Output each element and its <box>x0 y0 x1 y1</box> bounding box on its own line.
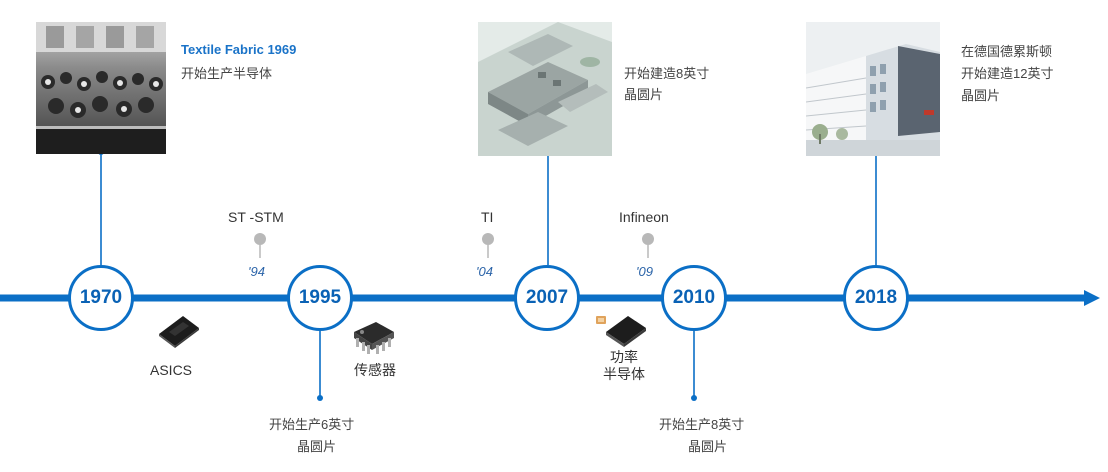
milestone-2018-desc-line1: 在德国德累斯顿 <box>961 44 1053 59</box>
milestone-2018-desc-line2: 开始建造12英寸 <box>961 66 1054 81</box>
event-st-year: '94 <box>248 264 265 279</box>
event-st-company: ST -STM <box>228 209 284 225</box>
year-circle-2018: 2018 <box>843 265 909 331</box>
milestone-2007-desc-line2: 晶圆片 <box>624 87 664 102</box>
factory-campus-photo <box>478 22 612 156</box>
milestone-2010-desc-line2: 晶圆片 <box>688 439 728 454</box>
event-ti-year: '04 <box>476 264 493 279</box>
milestone-2010-desc-line1: 开始生产8英寸 <box>659 417 745 432</box>
milestone-1970-desc: 开始生产半导体 <box>181 66 273 81</box>
event-infineon-company: Infineon <box>619 209 669 225</box>
year-circle-2007: 2007 <box>514 265 580 331</box>
product-power-label-line2: 半导体 <box>603 366 645 382</box>
year-circle-2010: 2010 <box>661 265 727 331</box>
sensor-chip-icon <box>354 322 394 354</box>
factory-campus-illustration <box>478 22 612 156</box>
chip-icon <box>159 316 199 348</box>
modern-building-photo <box>806 22 940 156</box>
year-circle-1970: 1970 <box>68 265 134 331</box>
power-chip-icon <box>596 316 646 347</box>
product-power-label-line1: 功率 <box>610 349 638 365</box>
product-asics-label: ASICS <box>150 362 193 378</box>
textile-factory-photo <box>36 22 166 154</box>
modern-building-illustration <box>806 22 940 156</box>
event-marker-st <box>254 233 266 245</box>
event-infineon-year: '09 <box>636 264 653 279</box>
milestone-2007-desc-line1: 开始建造8英寸 <box>624 66 710 81</box>
textile-factory-illustration <box>36 22 166 154</box>
milestone-1970-title: Textile Fabric 1969 <box>181 42 297 57</box>
product-sensor-label: 传感器 <box>354 362 396 378</box>
milestone-2018-desc-line3: 晶圆片 <box>961 88 1001 103</box>
event-ti-company: TI <box>481 209 494 225</box>
timeline-arrow-head <box>1084 290 1100 306</box>
event-marker-ti <box>482 233 494 245</box>
milestone-1995-desc-line2: 晶圆片 <box>297 439 337 454</box>
year-circle-1995: 1995 <box>287 265 353 331</box>
milestone-1995-desc-line1: 开始生产6英寸 <box>269 417 355 432</box>
event-marker-infineon <box>642 233 654 245</box>
